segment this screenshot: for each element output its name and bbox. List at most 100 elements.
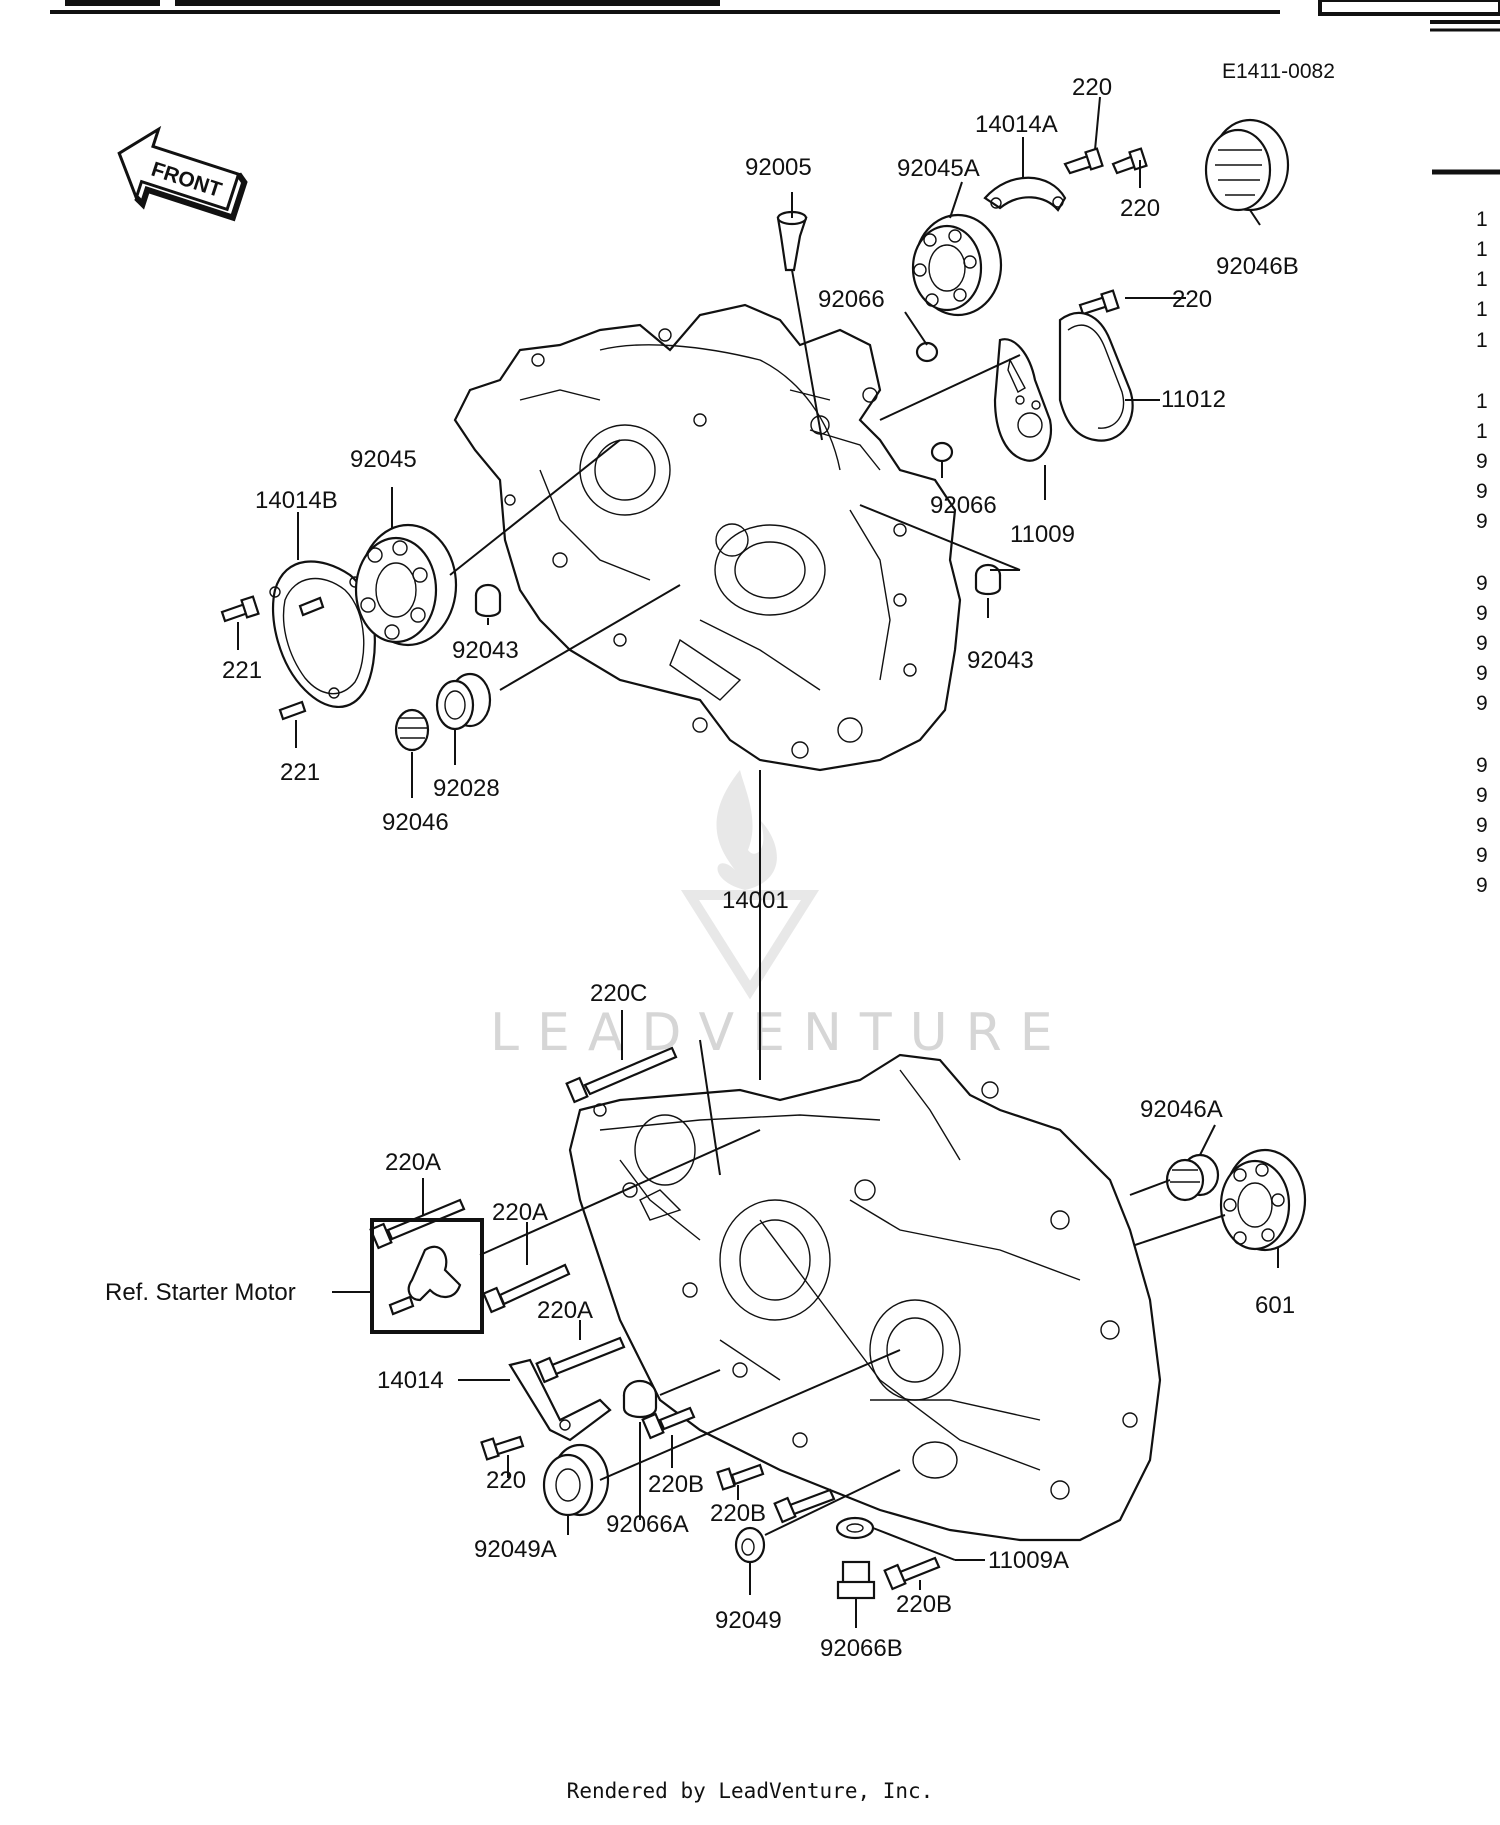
gasket-11009-icon <box>993 338 1053 462</box>
bearing-92045A-icon <box>911 213 1003 317</box>
margin-digit: 1 <box>1476 420 1488 443</box>
bolt-220A-b-icon <box>482 1263 571 1314</box>
margin-digit: 1 <box>1476 390 1488 413</box>
right-margin-digits: 1 1 1 1 1 1 1 9 9 9 9 9 9 9 9 9 9 9 9 9 <box>1476 208 1488 897</box>
label-220-b: 220 <box>1120 195 1160 222</box>
label-220C: 220C <box>590 980 647 1007</box>
label-14014: 14014 <box>377 1367 444 1394</box>
label-14014B: 14014B <box>255 487 338 514</box>
label-220B-a: 220B <box>648 1471 704 1498</box>
watermark-text: LEADVENTURE <box>490 1003 1071 1063</box>
bolt-220B-b-icon <box>716 1463 765 1491</box>
bolt-220B-d-icon <box>883 1556 941 1591</box>
margin-digit: 1 <box>1476 238 1488 261</box>
margin-digit: 9 <box>1476 784 1488 807</box>
washer-92066a-icon <box>915 341 939 363</box>
bearing-92045-icon <box>354 523 458 647</box>
margin-digit: 1 <box>1476 298 1488 321</box>
label-601: 601 <box>1255 1292 1295 1319</box>
label-14014A: 14014A <box>975 111 1058 138</box>
margin-digit: 9 <box>1476 874 1488 897</box>
margin-digit: 9 <box>1476 480 1488 503</box>
bolt-220-d-icon <box>480 1435 525 1461</box>
label-11009A: 11009A <box>988 1547 1069 1574</box>
lower-leaders <box>332 875 1279 1628</box>
label-220-a: 220 <box>1072 74 1112 101</box>
label-220A-c: 220A <box>537 1297 593 1324</box>
label-220B-c: 220B <box>896 1591 952 1618</box>
header-bar <box>50 0 1500 175</box>
label-92043-b: 92043 <box>967 647 1034 674</box>
label-92028: 92028 <box>433 775 500 802</box>
collar-92028-icon <box>435 672 492 731</box>
label-220A-a: 220A <box>385 1149 441 1176</box>
label-92066-b: 92066 <box>930 492 997 519</box>
front-arrow-icon: FRONT <box>117 125 248 222</box>
bolt-220A-a-icon <box>369 1198 466 1250</box>
label-92066A: 92066A <box>606 1511 689 1538</box>
label-92043-a: 92043 <box>452 637 519 664</box>
label-92045: 92045 <box>350 446 417 473</box>
watermark-logo <box>680 770 820 1000</box>
label-92066-a: 92066 <box>818 286 885 313</box>
bolt-220B-c-icon <box>773 1488 836 1524</box>
bolt-220A-c-icon <box>535 1336 626 1384</box>
plug-92066B-icon <box>836 1560 876 1600</box>
lower-crankcase <box>568 1053 1162 1542</box>
bolt-221c-icon <box>298 596 325 617</box>
label-221-b: 221 <box>280 759 320 786</box>
margin-digit: 1 <box>1476 329 1488 352</box>
label-92066B: 92066B <box>820 1635 903 1662</box>
cover-11012-icon <box>1058 311 1134 442</box>
label-220A-b: 220A <box>492 1199 548 1226</box>
label-11012: 11012 <box>1161 386 1226 413</box>
label-220B-b: 220B <box>710 1500 766 1527</box>
footer-credit: Rendered by LeadVenture, Inc. <box>566 1779 934 1803</box>
cap-92066A-icon <box>622 1379 658 1419</box>
label-92046A: 92046A <box>1140 1096 1223 1123</box>
bolt-220B-a-icon <box>641 1406 696 1440</box>
margin-digit: 9 <box>1476 572 1488 595</box>
seal-92049A-icon <box>542 1443 610 1517</box>
margin-digit: 9 <box>1476 510 1488 533</box>
starter-ref-box <box>370 1218 484 1334</box>
label-14001: 14001 <box>722 887 789 914</box>
label-92049: 92049 <box>715 1607 782 1634</box>
bearing-92046-icon <box>394 708 430 752</box>
dowel-92043a-icon <box>474 583 502 618</box>
bolt-220C-icon <box>565 1046 678 1104</box>
label-92046B: 92046B <box>1216 253 1299 280</box>
part-92005-icon <box>776 210 808 272</box>
label-220-d: 220 <box>486 1467 526 1494</box>
bearing-601-icon <box>1219 1148 1307 1252</box>
label-92005: 92005 <box>745 154 812 181</box>
margin-digit: 1 <box>1476 268 1488 291</box>
bearing-92046A-icon <box>1165 1153 1220 1202</box>
margin-digit: 9 <box>1476 662 1488 685</box>
ref-starter-motor: Ref. Starter Motor <box>105 1279 296 1306</box>
margin-digit: 9 <box>1476 632 1488 655</box>
bolt-221b-icon <box>278 700 307 721</box>
seal-14014B-icon <box>269 560 376 708</box>
label-92045A: 92045A <box>897 155 980 182</box>
margin-digit: 9 <box>1476 844 1488 867</box>
bolt-220-icon <box>1063 147 1104 175</box>
label-221-a: 221 <box>222 657 262 684</box>
bearing-92046B-icon <box>1204 118 1290 212</box>
upper-crankcase <box>453 303 962 772</box>
bolt-220c-icon <box>1078 289 1120 316</box>
label-220-c: 220 <box>1172 286 1212 313</box>
washer-11009A-icon <box>835 1516 875 1540</box>
margin-digit: 1 <box>1476 208 1488 231</box>
washer-92066b-icon <box>930 441 954 463</box>
margin-digit: 9 <box>1476 602 1488 625</box>
margin-digit: 9 <box>1476 814 1488 837</box>
retainer-14014-icon <box>508 1358 612 1442</box>
margin-digit: 9 <box>1476 692 1488 715</box>
upper-leaders <box>237 96 1261 875</box>
margin-digit: 9 <box>1476 450 1488 473</box>
margin-digit: 9 <box>1476 754 1488 777</box>
label-11009: 11009 <box>1010 521 1075 548</box>
bolt-221a-icon <box>220 595 260 623</box>
